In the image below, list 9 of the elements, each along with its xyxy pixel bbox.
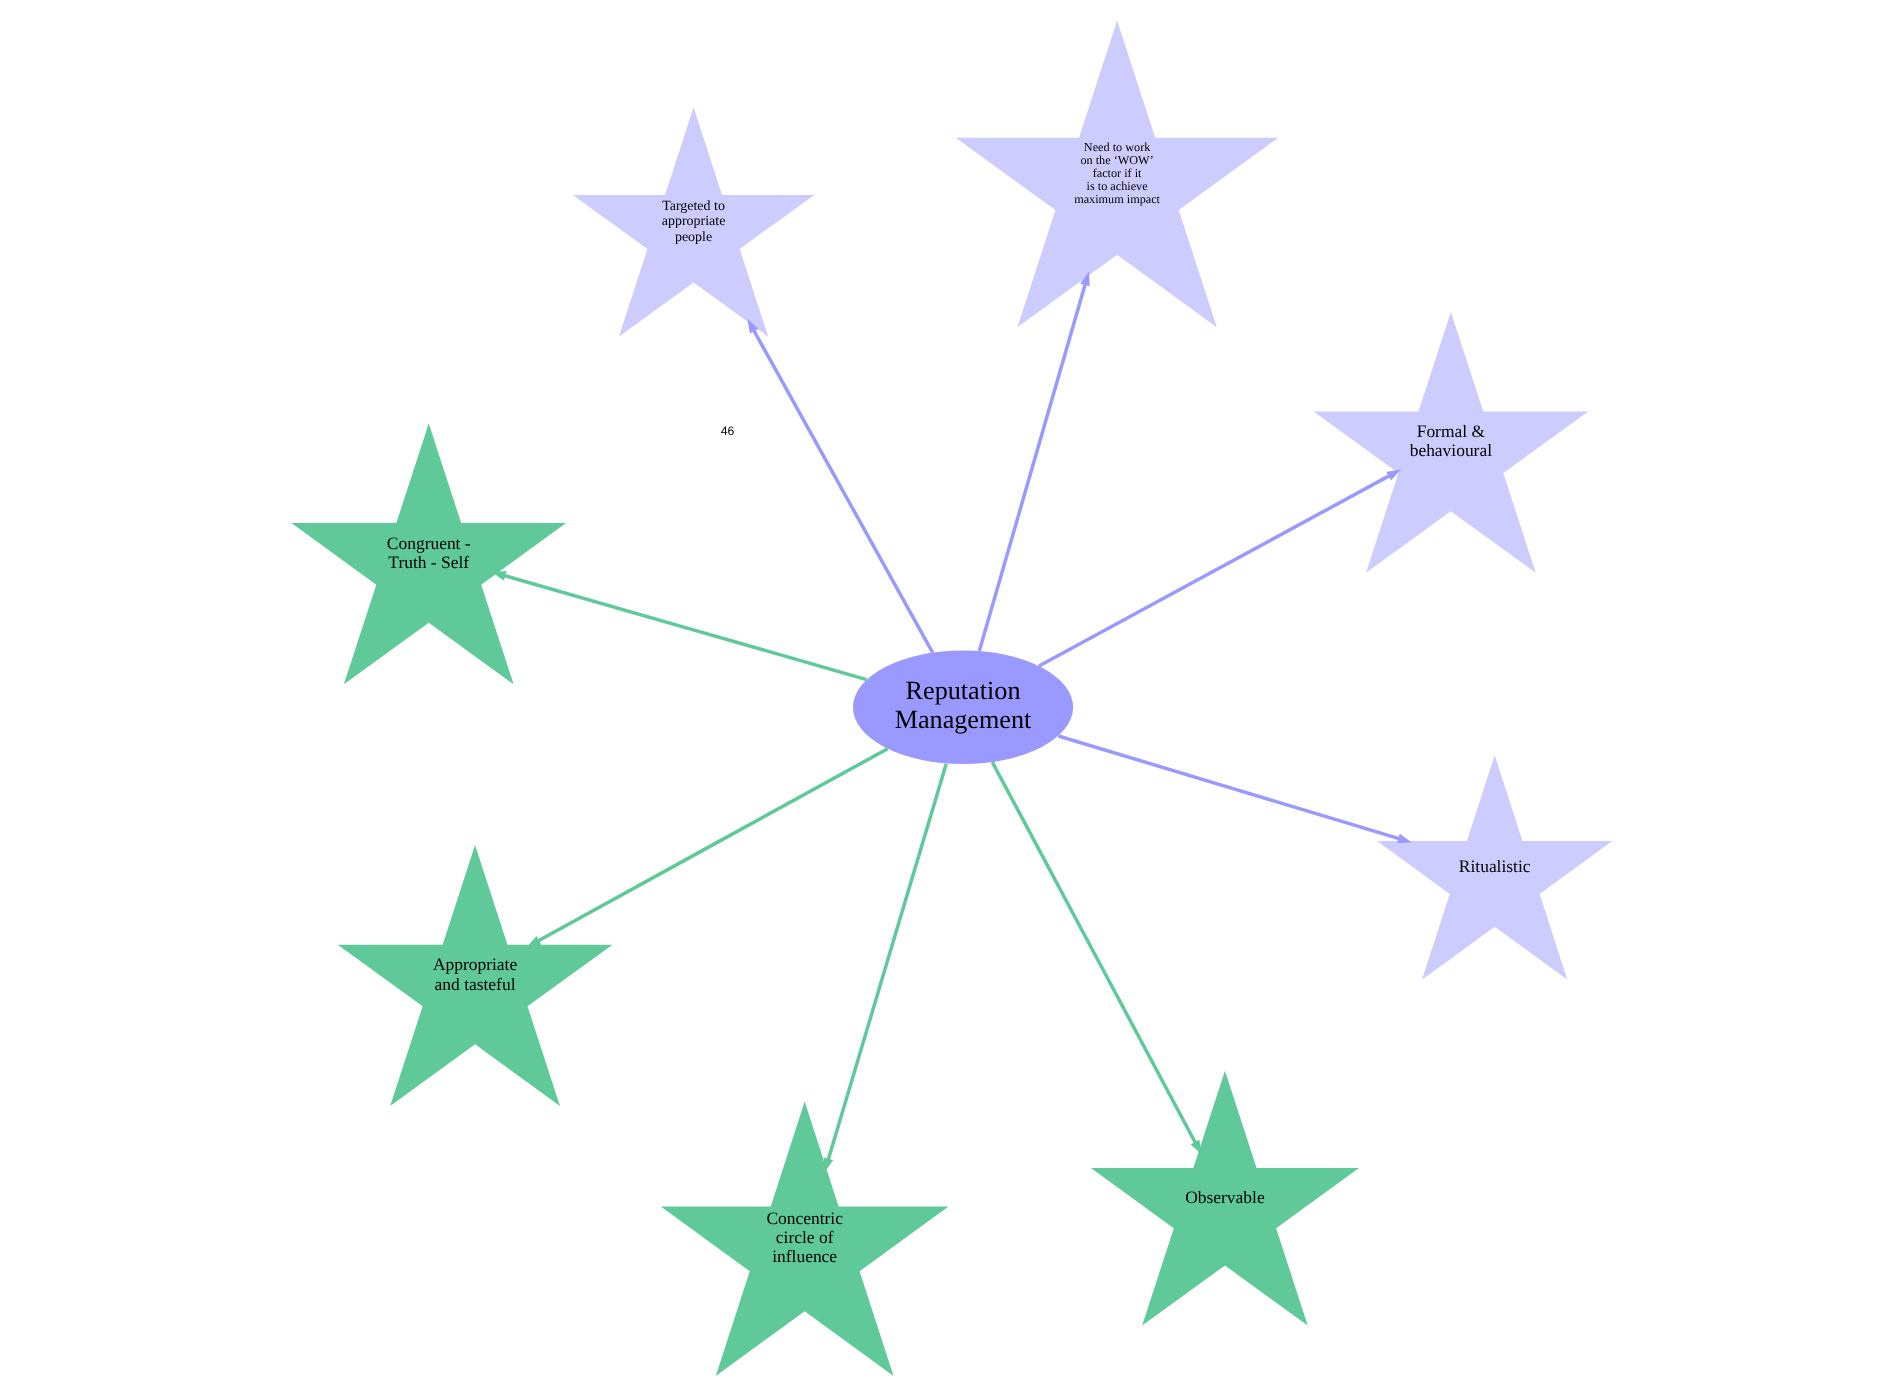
arrow xyxy=(1056,734,1411,844)
arrow xyxy=(490,571,867,682)
arrow xyxy=(822,763,947,1173)
arrow xyxy=(989,761,1201,1155)
arrow xyxy=(525,747,888,948)
arrow xyxy=(976,271,1089,652)
arrow xyxy=(1037,469,1400,668)
node-ellipse: Reputation Management xyxy=(851,650,1073,765)
arrow xyxy=(746,318,934,654)
